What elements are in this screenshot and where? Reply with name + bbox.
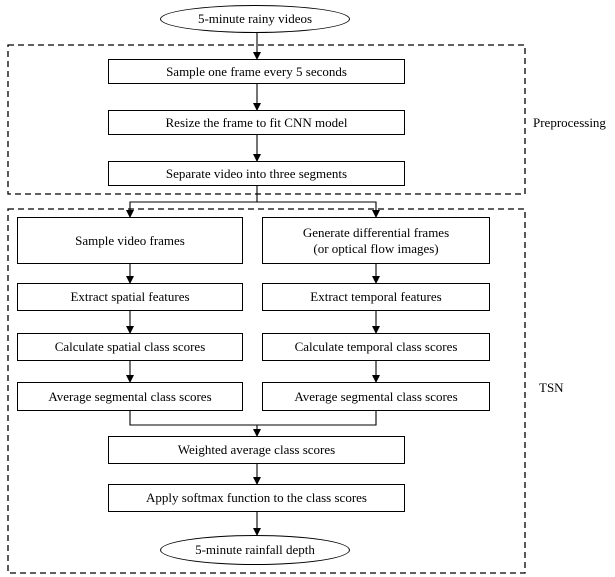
calculate-temporal-scores-step: Calculate temporal class scores: [262, 333, 490, 361]
sample-frame-step: Sample one frame every 5 seconds: [108, 59, 405, 84]
connector-merge-left: [129, 410, 377, 426]
sample-video-frames-step: Sample video frames: [17, 217, 243, 264]
end-node: 5-minute rainfall depth: [160, 535, 350, 565]
extract-spatial-features-step: Extract spatial features: [17, 283, 243, 311]
preprocessing-region-frame: [7, 44, 526, 195]
connector-separate-split: [126, 185, 258, 218]
tsn-region-label: TSN: [539, 380, 564, 395]
weighted-average-scores-step: Weighted average class scores: [108, 436, 405, 464]
separate-video-step: Separate video into three segments: [108, 161, 405, 186]
average-segmental-scores-left-step: Average segmental class scores: [17, 382, 243, 411]
extract-temporal-features-step: Extract temporal features: [262, 283, 490, 311]
generate-differential-frames-step: Generate differential frames (or optical…: [262, 217, 490, 264]
calculate-spatial-scores-step: Calculate spatial class scores: [17, 333, 243, 361]
start-node: 5-minute rainy videos: [160, 5, 350, 33]
average-segmental-scores-right-step: Average segmental class scores: [262, 382, 490, 411]
preprocessing-region-label: Preprocessing: [533, 115, 606, 130]
apply-softmax-step: Apply softmax function to the class scor…: [108, 484, 405, 512]
resize-frame-step: Resize the frame to fit CNN model: [108, 110, 405, 135]
connector-separate-split-right: [257, 201, 380, 218]
tsn-region-frame: [7, 208, 526, 574]
